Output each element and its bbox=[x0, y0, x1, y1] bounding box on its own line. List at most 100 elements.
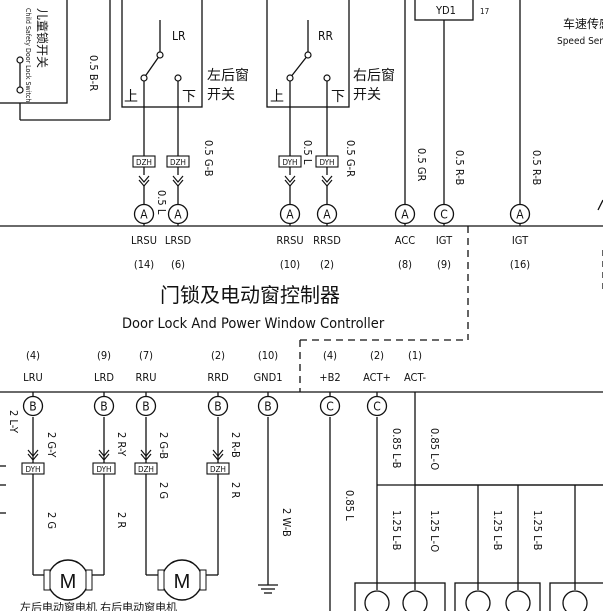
lower-pin-1-marker bbox=[93, 395, 115, 417]
wire-bottom-2: 2 G-B bbox=[157, 432, 170, 459]
upper-pin-name-3: RRSD bbox=[313, 234, 341, 247]
connector-bottom-1 bbox=[92, 462, 116, 475]
wire-bottom-4: 2 G bbox=[45, 512, 58, 529]
lr-switch-cn-2: 开关 bbox=[207, 87, 235, 103]
rr-switch-box bbox=[266, 0, 350, 108]
lock-actuator-box-3 bbox=[549, 582, 603, 611]
lower-pin-name-2: RRU bbox=[136, 371, 157, 384]
upper-pin-2-marker-letter: A bbox=[286, 208, 294, 222]
connector-bottom-3 bbox=[206, 462, 230, 475]
connector-bottom-label-0: DYH bbox=[26, 465, 41, 474]
connector-top-label-2: DYH bbox=[283, 158, 298, 167]
speed-cn: 车速传感 bbox=[563, 16, 603, 31]
lower-pin-4-marker-letter: B bbox=[264, 400, 271, 414]
child-lock-label: 儿童锁开关 bbox=[35, 8, 50, 68]
upper-pin-3-marker bbox=[316, 203, 338, 225]
lower-pin-name-0: LRU bbox=[23, 371, 43, 384]
wire-top-0: 0.5 L bbox=[155, 190, 168, 215]
lower-pin-name-3: RRD bbox=[207, 371, 229, 384]
upper-pin-3-marker-letter: A bbox=[323, 208, 331, 222]
connector-bottom-0 bbox=[21, 462, 45, 475]
controller-title-en: Door Lock And Power Window Controller bbox=[122, 316, 385, 332]
wire-bottom-0: 2 G-Y bbox=[45, 432, 58, 458]
connector-top-1 bbox=[166, 155, 190, 168]
upper-pin-1-marker-letter: A bbox=[174, 208, 182, 222]
lower-pin-5-marker-letter: C bbox=[326, 400, 334, 414]
upper-pin-1-marker bbox=[167, 203, 189, 225]
yd1-pin: 17 bbox=[480, 7, 489, 16]
upper-pin-num-0: (14) bbox=[134, 258, 154, 271]
lower-pin-1-marker-letter: B bbox=[100, 400, 107, 414]
lower-pin-0-marker bbox=[22, 395, 44, 417]
wire-bottom-11: 0.85 L-O bbox=[428, 428, 441, 470]
connector-top-label-1: DZH bbox=[170, 158, 186, 167]
lower-pin-num-6: (2) bbox=[370, 349, 384, 362]
lower-pin-num-1: (9) bbox=[97, 349, 111, 362]
lower-pin-num-4: (10) bbox=[258, 349, 278, 362]
lower-pin-6-marker bbox=[366, 395, 388, 417]
upper-pin-name-5: IGT bbox=[436, 234, 453, 247]
lower-pin-4-marker bbox=[257, 395, 279, 417]
child-lock-sub: Child Safety Door Lock Switch bbox=[24, 8, 32, 102]
upper-pin-5-marker-letter: C bbox=[440, 208, 448, 222]
motor-icon: M M bbox=[43, 559, 207, 601]
svg-text:M: M bbox=[174, 571, 191, 593]
upper-pin-name-1: LRSD bbox=[165, 234, 192, 247]
rr-switch-cn-2: 开关 bbox=[353, 87, 381, 103]
lower-pin-0-marker-letter: B bbox=[29, 400, 36, 414]
lower-pin-name-1: LRD bbox=[94, 371, 114, 384]
lock-actuator-box-1 bbox=[354, 582, 446, 611]
upper-pin-0-marker bbox=[133, 203, 155, 225]
wire-bottom-1: 2 R-Y bbox=[115, 432, 128, 457]
connector-bottom-label-3: DZH bbox=[210, 465, 226, 474]
lr-up: 上 bbox=[124, 89, 138, 105]
lower-pin-name-5: +B2 bbox=[319, 371, 340, 384]
connector-top-2 bbox=[278, 155, 302, 168]
lr-switch-cn-1: 左后窗 bbox=[207, 67, 249, 84]
rr-up: 上 bbox=[270, 89, 284, 105]
wire-top-2: 0.5 L bbox=[301, 140, 314, 165]
lower-pin-num-5: (4) bbox=[323, 349, 337, 362]
lower-pin-2-marker bbox=[135, 395, 157, 417]
upper-pin-name-4: ACC bbox=[395, 234, 415, 247]
lower-pin-2-marker-letter: B bbox=[142, 400, 149, 414]
connector-bottom-label-1: DYH bbox=[97, 465, 112, 474]
upper-pin-5-marker bbox=[433, 203, 455, 225]
svg-text:M: M bbox=[60, 571, 77, 593]
rr-down: 下 bbox=[331, 89, 345, 105]
controller-title-cn: 门锁及电动窗控制器 bbox=[160, 283, 340, 307]
wire-bottom-6: 2 G bbox=[157, 482, 170, 499]
child-lock-switch-box bbox=[0, 0, 68, 104]
child-lock-wire: 0.5 B-R bbox=[87, 55, 100, 91]
upper-pin-4-marker-letter: A bbox=[401, 208, 409, 222]
lower-pin-num-2: (7) bbox=[139, 349, 153, 362]
wire-bottom-14: 1.25 L-B bbox=[491, 510, 504, 551]
connector-top-3 bbox=[315, 155, 339, 168]
upper-pin-num-1: (6) bbox=[171, 258, 185, 271]
lower-pin-6-marker-letter: C bbox=[373, 400, 381, 414]
wire-top-1: 0.5 G-B bbox=[202, 140, 215, 177]
wire-bottom-12: 1.25 L-B bbox=[390, 510, 403, 551]
rr-switch-cn-1: 右后窗 bbox=[353, 67, 395, 84]
wire-bottom-8: 2 W-B bbox=[280, 508, 293, 537]
upper-pin-0-marker-letter: A bbox=[140, 208, 148, 222]
lock-actuator-box-2 bbox=[454, 582, 541, 611]
yd1-label: YD1 bbox=[435, 4, 456, 17]
speed-en: Speed Sen bbox=[557, 36, 603, 47]
upper-pin-4-marker bbox=[394, 203, 416, 225]
lower-pin-3-marker bbox=[207, 395, 229, 417]
wire-bottom-10: 0.85 L-B bbox=[390, 428, 403, 469]
wire-bottom-15: 1.25 L-B bbox=[531, 510, 544, 551]
wire-bottom-7: 2 R bbox=[229, 482, 242, 498]
lower-pin-5-marker bbox=[319, 395, 341, 417]
connector-bottom-label-2: DZH bbox=[138, 465, 154, 474]
wire-bottom-5: 2 R bbox=[115, 512, 128, 528]
connector-top-label-3: DYH bbox=[320, 158, 335, 167]
upper-pin-name-0: LRSU bbox=[131, 234, 157, 247]
lr-switch-title: LR bbox=[172, 29, 186, 43]
connector-bottom-2 bbox=[134, 462, 158, 475]
bottom-caption: 左后电动窗电机 右后电动窗电机 bbox=[20, 600, 177, 611]
wire-bottom-9: 0.85 L bbox=[343, 490, 356, 521]
lower-pin-num-0: (4) bbox=[26, 349, 40, 362]
